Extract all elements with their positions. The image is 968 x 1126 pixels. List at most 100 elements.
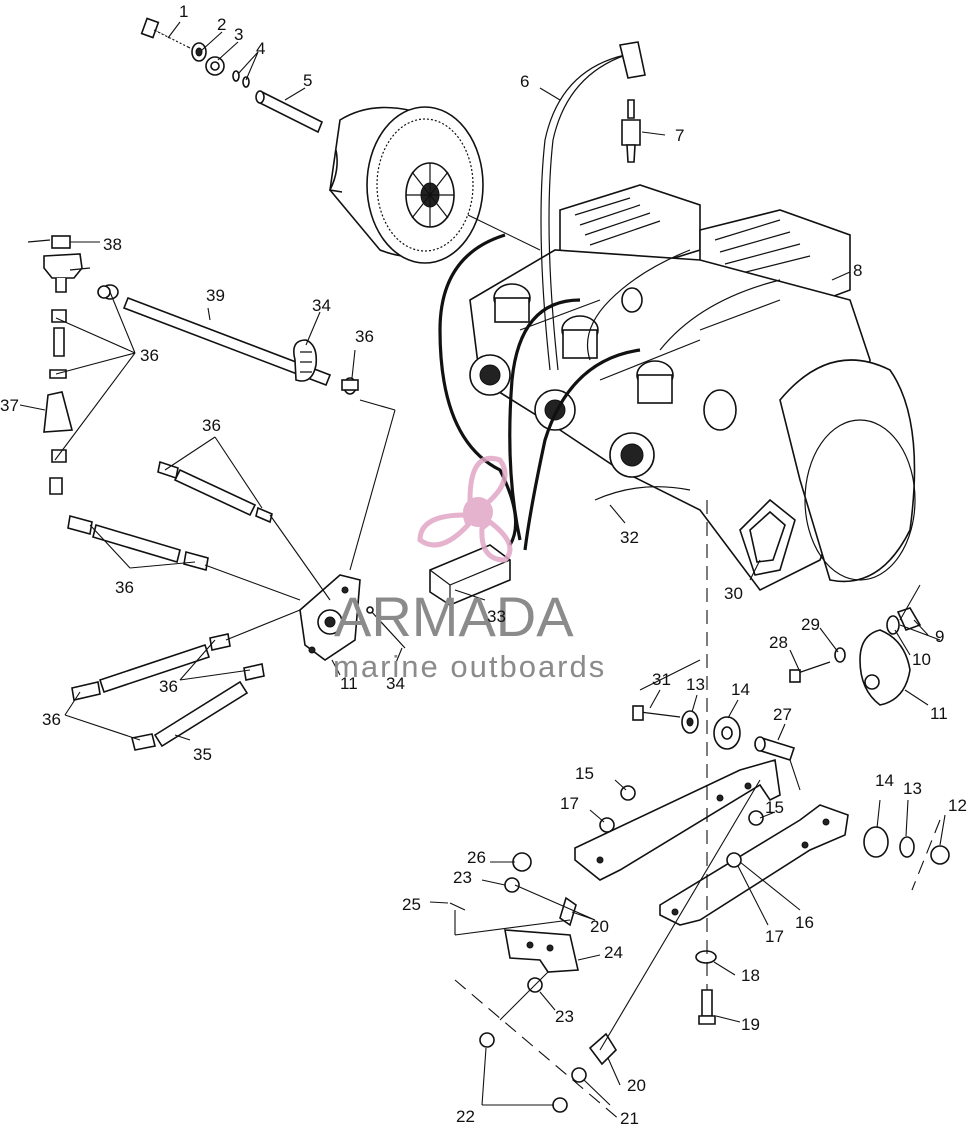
nut-part-12 [930, 845, 950, 865]
callout-20-upper: 20 [590, 917, 609, 936]
manifold-part-11-right [859, 629, 911, 706]
washer-part-13-right [899, 836, 915, 858]
bolt-part-31 [632, 705, 681, 721]
bracket-upper [574, 758, 781, 881]
callout-2: 2 [217, 15, 226, 34]
engine-block [469, 184, 916, 592]
fuel-line-32 [594, 486, 691, 501]
bolt-part-28 [789, 661, 831, 683]
clamp-36-near-pump [97, 284, 119, 300]
callout-23-upper: 23 [453, 868, 472, 887]
callout-36-c: 36 [202, 416, 221, 435]
callout-5: 5 [303, 71, 312, 90]
washer-part-2 [191, 42, 207, 62]
hose-set-2 [67, 514, 209, 572]
callout-36-f: 36 [42, 710, 61, 729]
callout-35: 35 [193, 745, 212, 764]
engine-leader-lines [167, 21, 851, 281]
bolt-part-1 [140, 17, 191, 49]
spacer-part-27 [754, 736, 796, 761]
callout-24: 24 [604, 943, 623, 962]
callout-38: 38 [103, 235, 122, 254]
callout-20-lower: 20 [627, 1076, 646, 1095]
carburetor-3 [609, 360, 674, 478]
carburetor-2 [534, 315, 599, 431]
callout-13-right: 13 [903, 779, 922, 798]
nut-part-22 [479, 1032, 568, 1113]
callout-10: 10 [912, 650, 931, 669]
hose-set-1 [157, 460, 273, 524]
callout-25: 25 [402, 895, 421, 914]
callout-23-lower: 23 [555, 1007, 574, 1026]
callout-36-d: 36 [115, 578, 134, 597]
callout-31: 31 [652, 670, 671, 689]
ignition-wire-2 [508, 298, 581, 541]
clamp-part-34-top [293, 339, 318, 382]
stud-part-20-lower [588, 1032, 618, 1066]
watermark-tagline: marine outboards [333, 649, 606, 684]
bracket-lower-part-16 [659, 804, 849, 926]
callout-11-left: 11 [340, 674, 358, 693]
spark-plug-part-7 [621, 99, 641, 163]
callout-18: 18 [741, 966, 760, 985]
callout-34-top: 34 [312, 296, 331, 315]
callout-17-left: 17 [560, 794, 579, 813]
flywheel-assembly [328, 106, 484, 264]
callout-30: 30 [724, 584, 743, 603]
washer-part-18 [695, 950, 717, 964]
callout-4: 4 [256, 39, 265, 58]
cdi-box-part-33 [429, 544, 511, 606]
nut-part-15-right [748, 810, 764, 826]
left-leader-lines [19, 241, 761, 741]
screw-part-25 [449, 902, 466, 911]
watermark-logo [417, 456, 513, 563]
fuel-pump-part-38 [27, 235, 91, 293]
pin-part-5 [255, 90, 324, 134]
callout-14-left: 14 [731, 680, 750, 699]
fitting-part-9 [896, 607, 922, 632]
bolt-part-19 [698, 989, 716, 1025]
carburetor-1 [469, 283, 531, 396]
screw-part-34-bottom [366, 606, 406, 649]
center-lines [454, 500, 941, 1121]
callout-15-right: 15 [765, 798, 784, 817]
callout-39: 39 [206, 286, 225, 305]
callout-13-left: 13 [686, 675, 705, 694]
callout-12: 12 [948, 796, 967, 815]
bushing-part-14-left [713, 716, 741, 750]
callout-9: 9 [935, 627, 944, 646]
fuel-hose-part-39 [122, 296, 332, 387]
callout-36-a: 36 [140, 346, 159, 365]
clamp-36-upper-right [341, 377, 359, 395]
nut-part-26 [512, 852, 532, 872]
callout-16: 16 [795, 913, 814, 932]
callout-37: 37 [0, 396, 19, 415]
manifold-part-11-left [299, 574, 361, 661]
washer-part-21 [571, 1067, 587, 1083]
callout-22: 22 [456, 1107, 475, 1126]
spark-plug-wire [540, 54, 626, 371]
ignition-wire-3 [523, 348, 641, 551]
callout-1: 1 [179, 2, 188, 21]
callout-21: 21 [620, 1109, 639, 1126]
callout-34-bottom: 34 [386, 674, 405, 693]
washer-part-17-right [726, 852, 742, 868]
callout-15-left: 15 [575, 764, 594, 783]
washer-part-13-left [681, 710, 699, 734]
callout-36-b: 36 [355, 327, 374, 346]
callout-14-right: 14 [875, 771, 894, 790]
nut-part-15-left [620, 785, 636, 801]
callout-6: 6 [520, 72, 529, 91]
callout-32: 32 [620, 528, 639, 547]
callout-8: 8 [853, 261, 862, 280]
bracket-plate-part-24 [504, 929, 579, 973]
hose-part-35 [131, 663, 265, 751]
bushing-part-14-right [863, 826, 889, 858]
right-leader-lines [429, 619, 946, 1106]
callout-29: 29 [801, 615, 820, 634]
bushing-part-3 [205, 56, 225, 76]
rings-part-4 [232, 70, 250, 88]
hose-set-3 [71, 633, 231, 701]
watermark-brand: ARMADA [334, 585, 574, 648]
